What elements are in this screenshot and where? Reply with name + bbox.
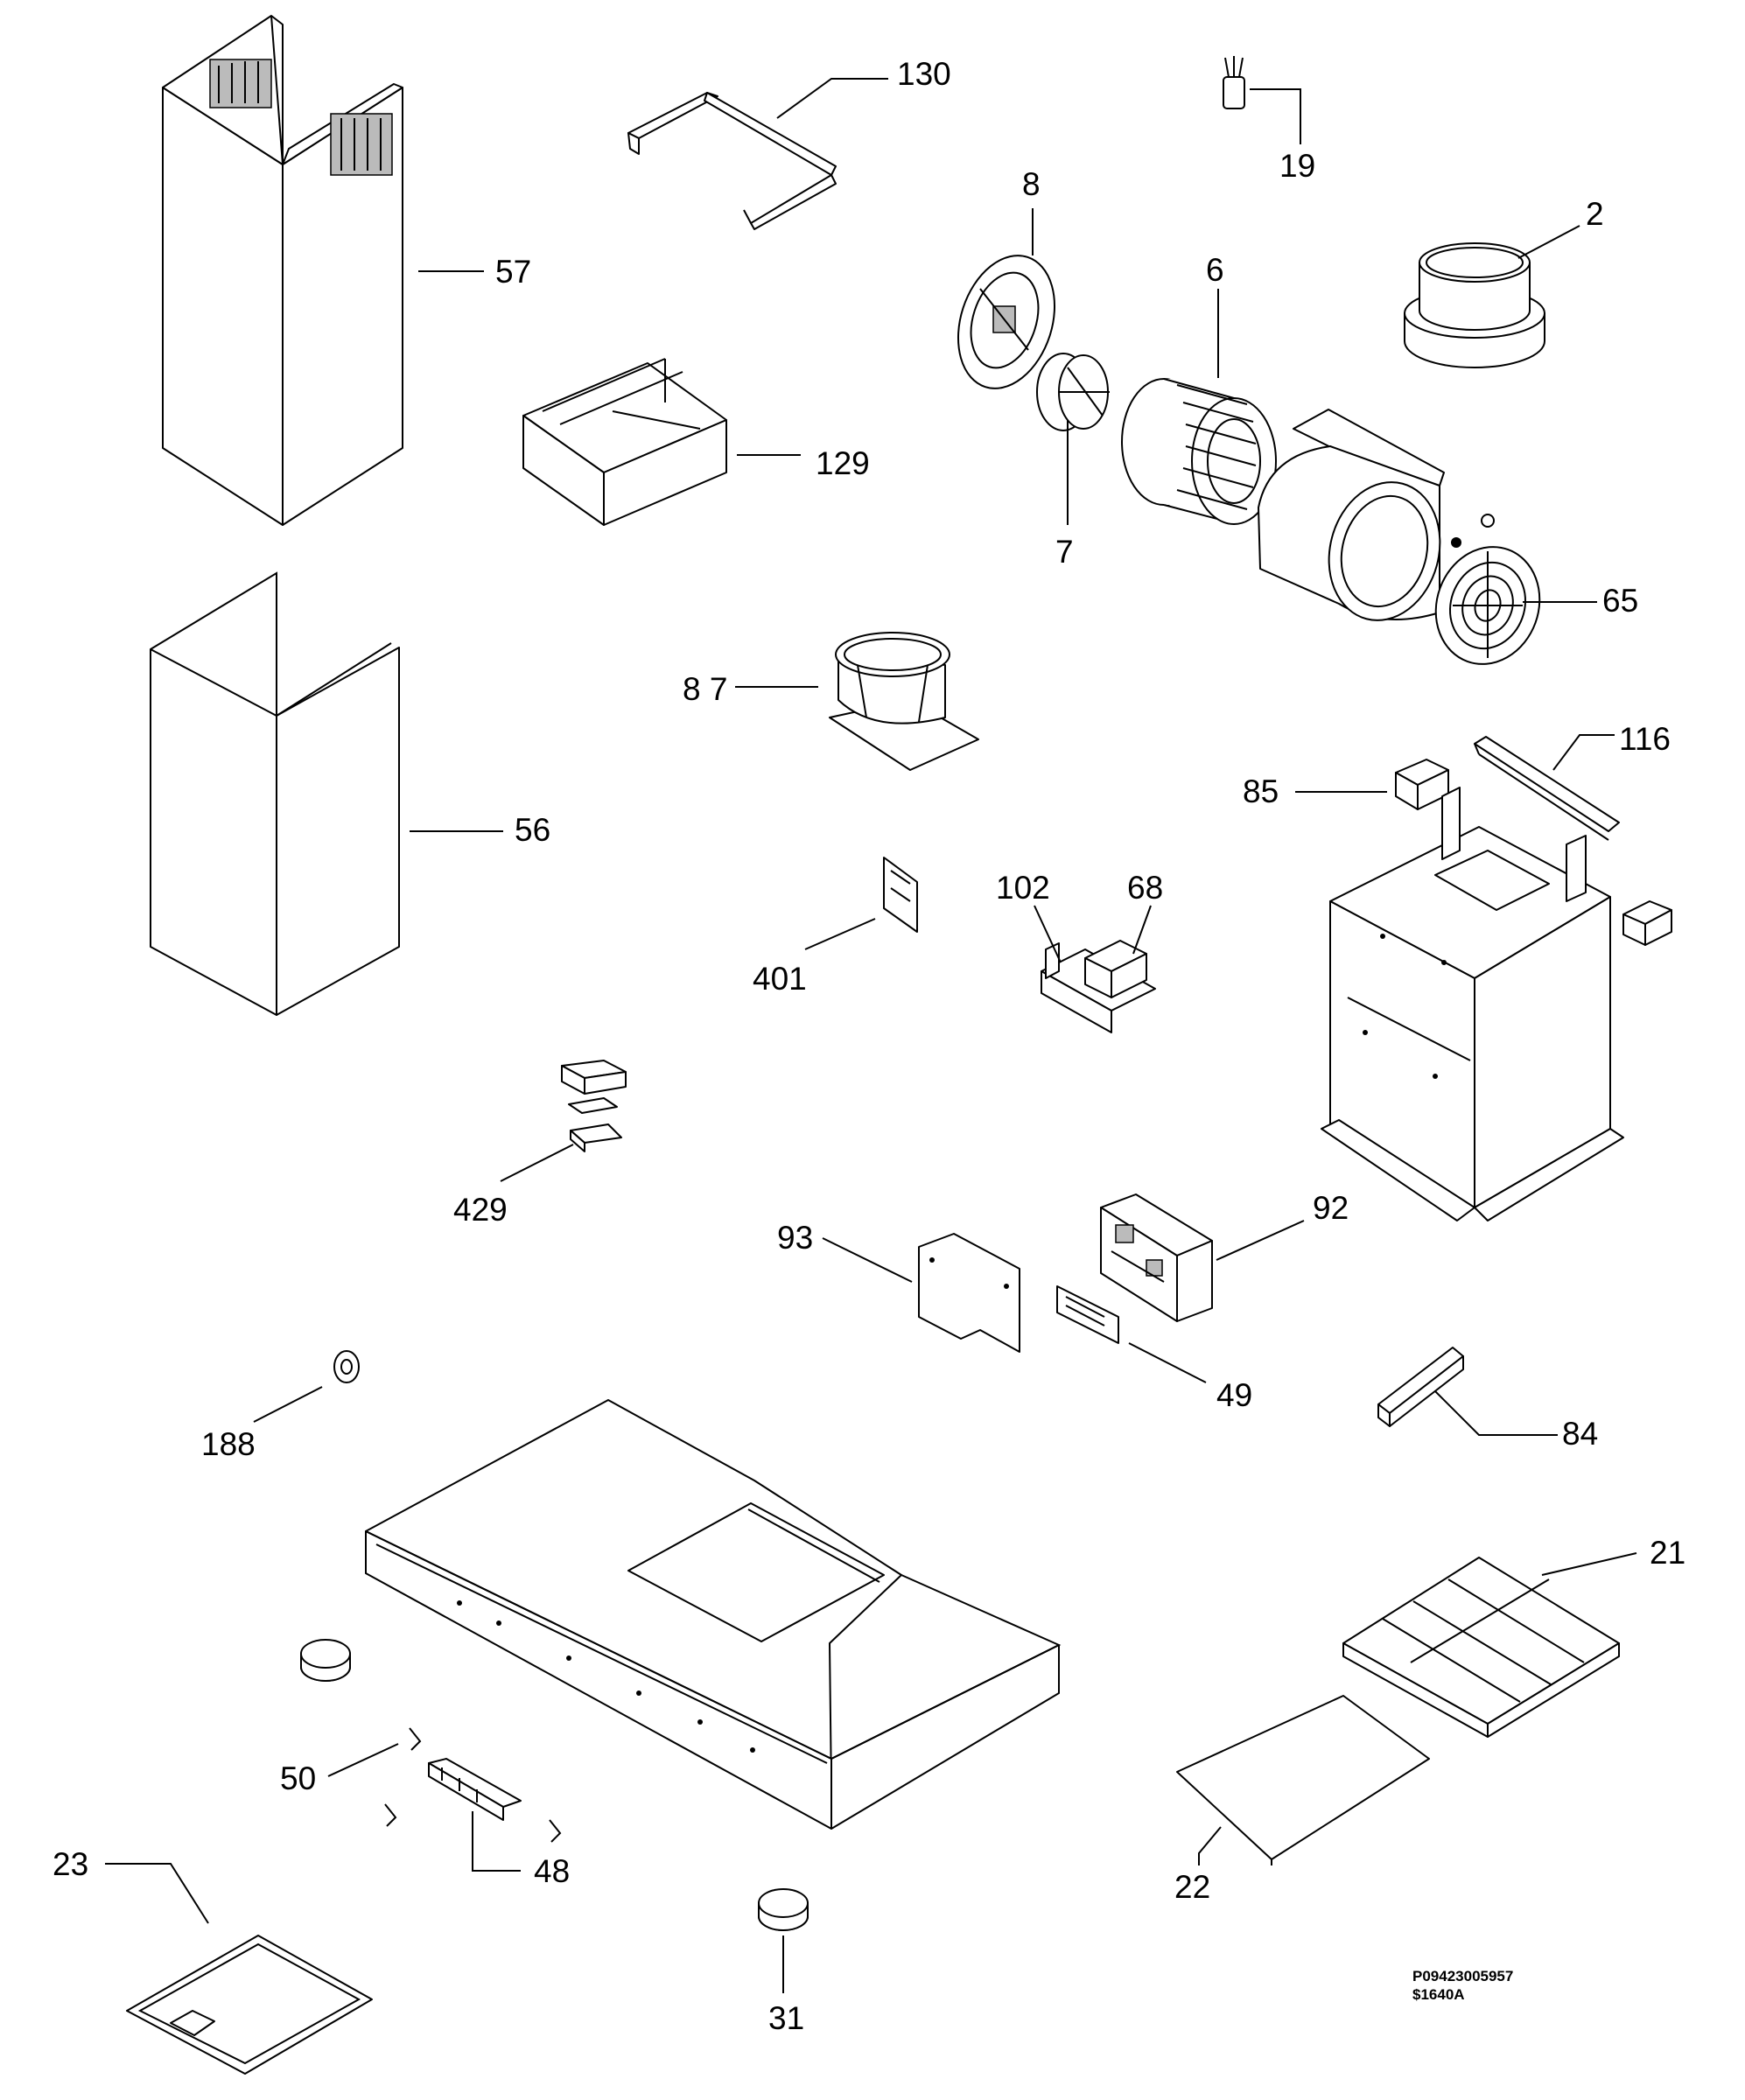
callout-50: 50 [280, 1760, 317, 1796]
part-19-capacitor [1223, 56, 1245, 109]
callout-92: 92 [1313, 1190, 1349, 1226]
callout-84: 84 [1562, 1416, 1599, 1452]
part-93-plate [918, 1233, 1020, 1353]
callout-8: 8 [1022, 166, 1041, 202]
callout-23: 23 [53, 1846, 89, 1882]
leader-116 [1552, 734, 1615, 771]
callout-7: 7 [1055, 534, 1074, 570]
part-31-knob [758, 1888, 809, 1931]
leader-102 [1034, 905, 1062, 963]
leader-93 [822, 1237, 913, 1283]
part-50-clips [384, 1727, 562, 1843]
callout-429: 429 [453, 1192, 508, 1228]
part-48-switch-strip [428, 1758, 522, 1821]
part-motor-housing [1321, 787, 1624, 1222]
drawing-revision: $1640A [1412, 1986, 1465, 2004]
callout-116: 116 [1619, 721, 1671, 757]
callout-87: 8 7 [683, 671, 728, 707]
part-130-mounting-frame [627, 92, 837, 230]
callout-401: 401 [753, 961, 807, 997]
part-7-motor [1036, 353, 1110, 431]
callout-85: 85 [1243, 774, 1279, 809]
callout-2: 2 [1586, 196, 1604, 232]
leader-50 [327, 1743, 399, 1777]
part-65-inlet-grille [1434, 546, 1541, 665]
part-21-filter-frame [1342, 1557, 1620, 1738]
callout-130: 130 [897, 56, 951, 92]
part-188-ring [333, 1350, 360, 1383]
callout-48: 48 [534, 1853, 571, 1889]
leader-49 [1128, 1342, 1207, 1383]
leader-429 [500, 1144, 574, 1182]
part-8-motor-plate [957, 255, 1056, 389]
leader-84 [1434, 1390, 1558, 1436]
callout-22: 22 [1174, 1869, 1211, 1905]
drawing-reference: P09423005957 $1640A [1412, 1967, 1513, 2005]
part-56-lower-chimney [150, 571, 400, 1016]
leader-92 [1216, 1220, 1305, 1261]
part-92-control-box [1100, 1194, 1213, 1322]
callout-65: 65 [1602, 583, 1639, 619]
leader-19 [1250, 88, 1301, 144]
part-2-duct-collar [1404, 242, 1545, 368]
callout-56: 56 [515, 812, 551, 848]
callout-129: 129 [816, 445, 870, 481]
part-blower-housing [1258, 409, 1495, 621]
callout-31: 31 [768, 2000, 805, 2036]
part-22-filter [1176, 1695, 1430, 1866]
leader-21 [1541, 1552, 1637, 1576]
part-57-upper-chimney [162, 15, 403, 526]
leader-48 [472, 1811, 521, 1872]
part-87-air-guide [829, 632, 979, 771]
callout-68: 68 [1127, 870, 1164, 906]
callout-188: 188 [201, 1426, 256, 1462]
callout-19: 19 [1279, 148, 1316, 184]
part-6-blower-wheel [1121, 378, 1277, 525]
leader-23 [105, 1863, 209, 1924]
leader-68 [1132, 905, 1152, 955]
part-401-board [883, 857, 918, 933]
callout-6: 6 [1206, 252, 1224, 288]
part-102-68-transformer [1041, 940, 1156, 1033]
part-side-bracket [1622, 900, 1672, 946]
part-429-switch [561, 1060, 627, 1152]
leader-22 [1198, 1826, 1222, 1866]
vent-slots-57 [209, 59, 393, 176]
part-23-charcoal-filter [126, 1935, 373, 2075]
leader-188 [253, 1386, 323, 1423]
part-84-switch-block [1377, 1347, 1464, 1427]
drawing-number: P09423005957 [1412, 1968, 1514, 1984]
callout-57: 57 [495, 254, 532, 290]
part-85-bracket [1395, 759, 1449, 810]
part-116-rail [1474, 736, 1620, 841]
callout-93: 93 [777, 1220, 814, 1256]
callout-49: 49 [1216, 1377, 1253, 1413]
callout-102: 102 [996, 870, 1050, 906]
leader-2 [1517, 225, 1580, 259]
part-49-board [1056, 1285, 1119, 1344]
leader-130 [776, 78, 888, 119]
part-knob-left [300, 1639, 351, 1682]
leader-401 [804, 918, 876, 950]
callout-21: 21 [1650, 1535, 1686, 1571]
part-hood-body [365, 1399, 1062, 1830]
part-129-box [522, 358, 727, 526]
